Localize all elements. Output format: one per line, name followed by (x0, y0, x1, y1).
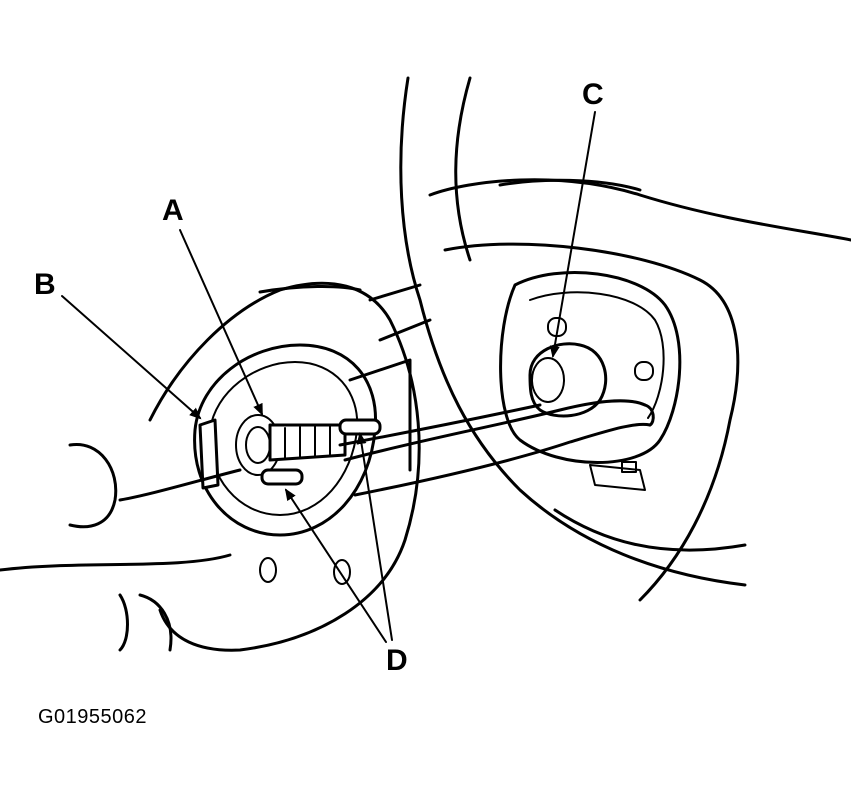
callout-a: A (162, 194, 184, 227)
socket-c-housing (499, 271, 682, 491)
callout-c: C (582, 78, 604, 111)
bulb-a-housing (118, 343, 382, 537)
harness-cable (338, 399, 655, 497)
callout-leaders (61, 111, 596, 643)
fender-panel (399, 76, 851, 602)
callout-d: D (386, 644, 408, 677)
lower-panel (0, 281, 432, 652)
callout-b: B (34, 268, 56, 301)
figure-code: G01955062 (38, 706, 148, 728)
